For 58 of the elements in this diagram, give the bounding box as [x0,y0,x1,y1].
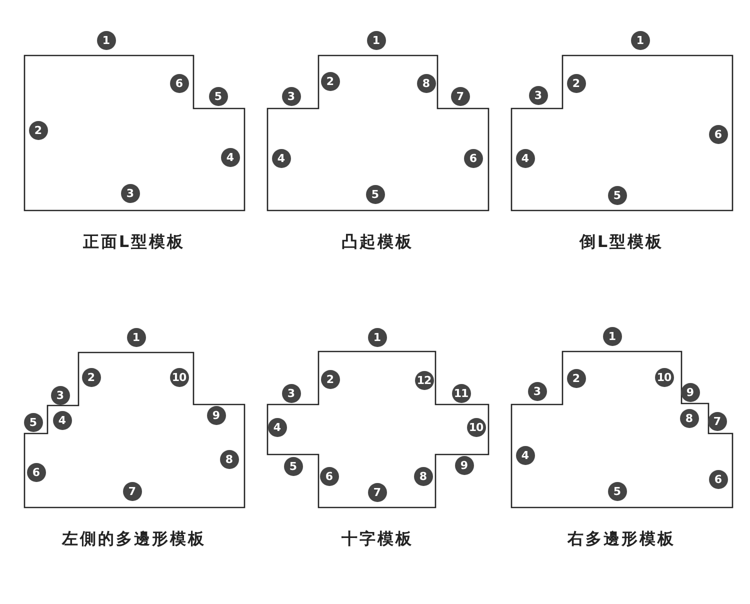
callout-number: 5 [208,86,228,106]
callout-number: 1 [630,30,650,50]
callout-number: 4 [52,410,72,430]
callout-number: 6 [708,470,728,488]
callout-number: 6 [464,148,482,168]
callout-number: 8 [416,74,436,92]
callout-number: 3 [528,382,546,400]
callout-number: 6 [320,466,338,486]
callout-number: 4 [220,148,240,166]
callout-number: 8 [680,408,698,428]
callout-number: 4 [516,446,534,464]
template-label: 右多邊形模板 [568,529,676,550]
callout-number: 10 [170,368,188,386]
callout-number: 5 [284,456,302,476]
callout-number: 3 [50,386,70,404]
callout-number: 2 [82,368,100,386]
callout-number: 7 [122,482,142,500]
callout-number: 7 [450,86,470,106]
callout-number: 6 [708,124,728,144]
callout-number: 11 [452,384,470,402]
callout-number: 10 [654,368,674,386]
callout-number: 8 [414,466,432,486]
callout-number: 2 [320,72,340,90]
callout-number: 2 [566,368,586,388]
template-label: 左側的多邊形模板 [62,529,206,550]
callout-number: 1 [96,30,116,50]
callout-number: 7 [708,412,726,430]
callout-number: 9 [454,456,474,474]
callout-number: 9 [680,382,700,402]
callout-number: 4 [268,418,286,436]
template-label: 倒L型模板 [579,232,664,253]
callout-number: 2 [566,74,586,92]
callout-number: 1 [126,328,146,346]
callout-number: 5 [608,482,626,500]
callout-number: 3 [282,384,300,402]
callout-number: 3 [528,86,548,104]
callout-number: 6 [170,74,188,92]
callout-number: 5 [24,412,42,432]
callout-number: 6 [26,462,46,482]
template-label: 正面L型模板 [82,232,186,253]
callout-number: 9 [206,406,226,424]
template-label: 凸起模板 [342,232,414,253]
callout-number: 1 [602,326,622,346]
callout-number: 1 [368,328,386,346]
callout-number: 7 [368,482,386,502]
callout-number: 10 [466,418,486,436]
callout-number: 3 [120,184,140,202]
template-label: 十字模板 [342,529,414,550]
callout-number: 2 [28,120,48,140]
callout-number: 5 [366,184,384,204]
callout-number: 3 [282,86,300,106]
callout-number: 8 [220,450,238,468]
callout-number: 2 [320,370,340,388]
callout-number: 4 [516,148,534,168]
callout-number: 1 [366,30,386,50]
callout-number: 12 [414,370,434,390]
callout-number: 4 [272,148,290,168]
callout-number: 5 [608,186,626,204]
